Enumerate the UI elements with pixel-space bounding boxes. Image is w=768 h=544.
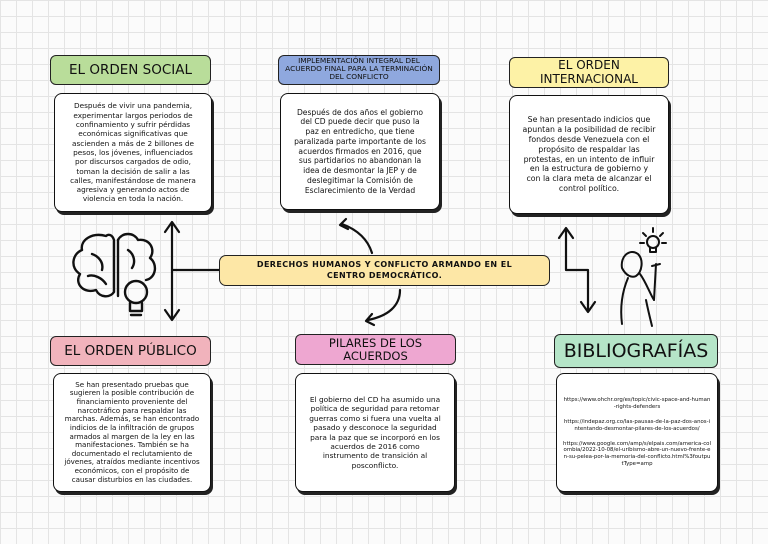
right-connector-arrow <box>557 226 597 314</box>
title-implementacion: IMPLEMENTACIÓN INTEGRAL DEL ACUERDO FINA… <box>278 55 440 85</box>
bibliography-link-2[interactable]: https://indepaz.org.co/las-pausas-de-la-… <box>563 418 711 432</box>
card-orden-internacional-text: Se han presentado indicios que apuntan a… <box>522 114 656 194</box>
bibliography-link-1[interactable]: https://www.ohchr.org/es/topic/civic-spa… <box>563 396 711 410</box>
title-pilares: PILARES DE LOS ACUERDOS <box>295 334 456 365</box>
card-pilares: El gobierno del CD ha asumido una políti… <box>295 373 455 492</box>
bottom-connector-arrow <box>364 288 402 327</box>
title-orden-internacional-text: EL ORDEN INTERNACIONAL <box>540 58 638 86</box>
title-orden-publico: EL ORDEN PÚBLICO <box>50 336 211 366</box>
card-orden-social: Después de vivir una pandemia, experimen… <box>54 93 212 212</box>
title-pilares-text: PILARES DE LOS ACUERDOS <box>328 335 423 363</box>
card-implementacion-text: Después de dos años el gobierno del CD p… <box>294 107 426 195</box>
top-connector-arrow <box>338 217 374 255</box>
center-topic: DERECHOS HUMANOS Y CONFLICTO ARMANDO EN … <box>219 255 550 286</box>
card-orden-publico-text: Se han presentado pruebas que sugieren l… <box>64 379 200 484</box>
bibliography-link-3[interactable]: https://www.google.com/amp/s/elpais.com/… <box>563 440 711 468</box>
title-implementacion-text: IMPLEMENTACIÓN INTEGRAL DEL ACUERDO FINA… <box>285 56 433 82</box>
left-connector-arrow <box>163 220 221 322</box>
brain-lightbulb-icon <box>72 232 157 317</box>
title-orden-publico-text: EL ORDEN PÚBLICO <box>64 342 197 359</box>
card-bibliografias: https://www.ohchr.org/es/topic/civic-spa… <box>556 373 718 492</box>
person-idea-icon <box>620 227 667 327</box>
card-orden-social-text: Después de vivir una pandemia, experimen… <box>70 101 196 204</box>
title-orden-social: EL ORDEN SOCIAL <box>50 55 211 85</box>
title-bibliografias-text: BIBLIOGRAFÍAS <box>563 339 709 362</box>
title-orden-internacional: EL ORDEN INTERNACIONAL <box>509 57 669 88</box>
card-orden-internacional: Se han presentado indicios que apuntan a… <box>509 95 669 214</box>
center-topic-text: DERECHOS HUMANOS Y CONFLICTO ARMANDO EN … <box>256 260 513 280</box>
card-orden-publico: Se han presentado pruebas que sugieren l… <box>53 373 211 492</box>
title-bibliografias: BIBLIOGRAFÍAS <box>554 334 718 368</box>
card-pilares-text: El gobierno del CD ha asumido una políti… <box>309 394 441 470</box>
title-orden-social-text: EL ORDEN SOCIAL <box>68 61 193 78</box>
card-implementacion: Después de dos años el gobierno del CD p… <box>280 93 440 210</box>
